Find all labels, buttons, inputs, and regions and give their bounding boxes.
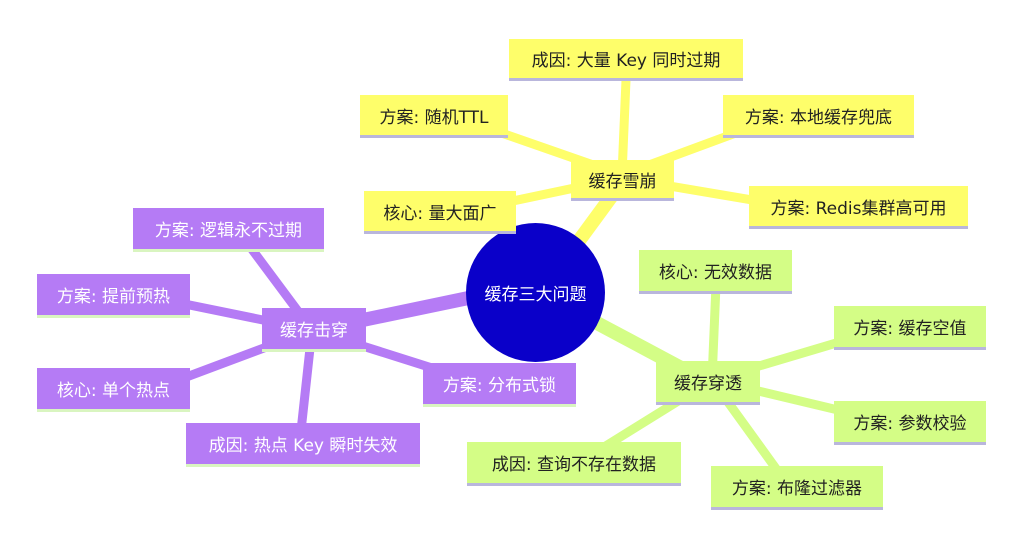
avalanche-local[interactable]: 方案: 本地缓存兜底 — [723, 95, 914, 138]
link-avalanche-cause — [617, 75, 631, 180]
avalanche-ttl[interactable]: 方案: 随机TTL — [360, 95, 508, 138]
penetration-core[interactable]: 核心: 无效数据 — [639, 250, 792, 294]
breakdown-lock[interactable]: 方案: 分布式锁 — [423, 363, 576, 407]
breakdown-never[interactable]: 方案: 逻辑永不过期 — [133, 208, 324, 252]
penetration-validate[interactable]: 方案: 参数校验 — [834, 401, 986, 445]
avalanche-cause[interactable]: 成因: 大量 Key 同时过期 — [509, 39, 743, 81]
avalanche-redis[interactable]: 方案: Redis集群高可用 — [749, 186, 968, 229]
central-topic[interactable]: 缓存三大问题 — [466, 223, 605, 362]
penetration-cause[interactable]: 成因: 查询不存在数据 — [467, 442, 681, 486]
penetration-null[interactable]: 方案: 缓存空值 — [834, 306, 986, 350]
breakdown-cause[interactable]: 成因: 热点 Key 瞬时失效 — [186, 423, 420, 467]
penetration-bloom[interactable]: 方案: 布隆过滤器 — [711, 466, 883, 510]
branch-penetration[interactable]: 缓存穿透 — [656, 361, 760, 405]
breakdown-preheat[interactable]: 方案: 提前预热 — [37, 274, 190, 318]
branch-avalanche[interactable]: 缓存雪崩 — [571, 160, 674, 201]
branch-breakdown[interactable]: 缓存击穿 — [262, 308, 366, 352]
avalanche-core[interactable]: 核心: 量大面广 — [364, 191, 516, 234]
breakdown-core[interactable]: 核心: 单个热点 — [37, 368, 190, 412]
